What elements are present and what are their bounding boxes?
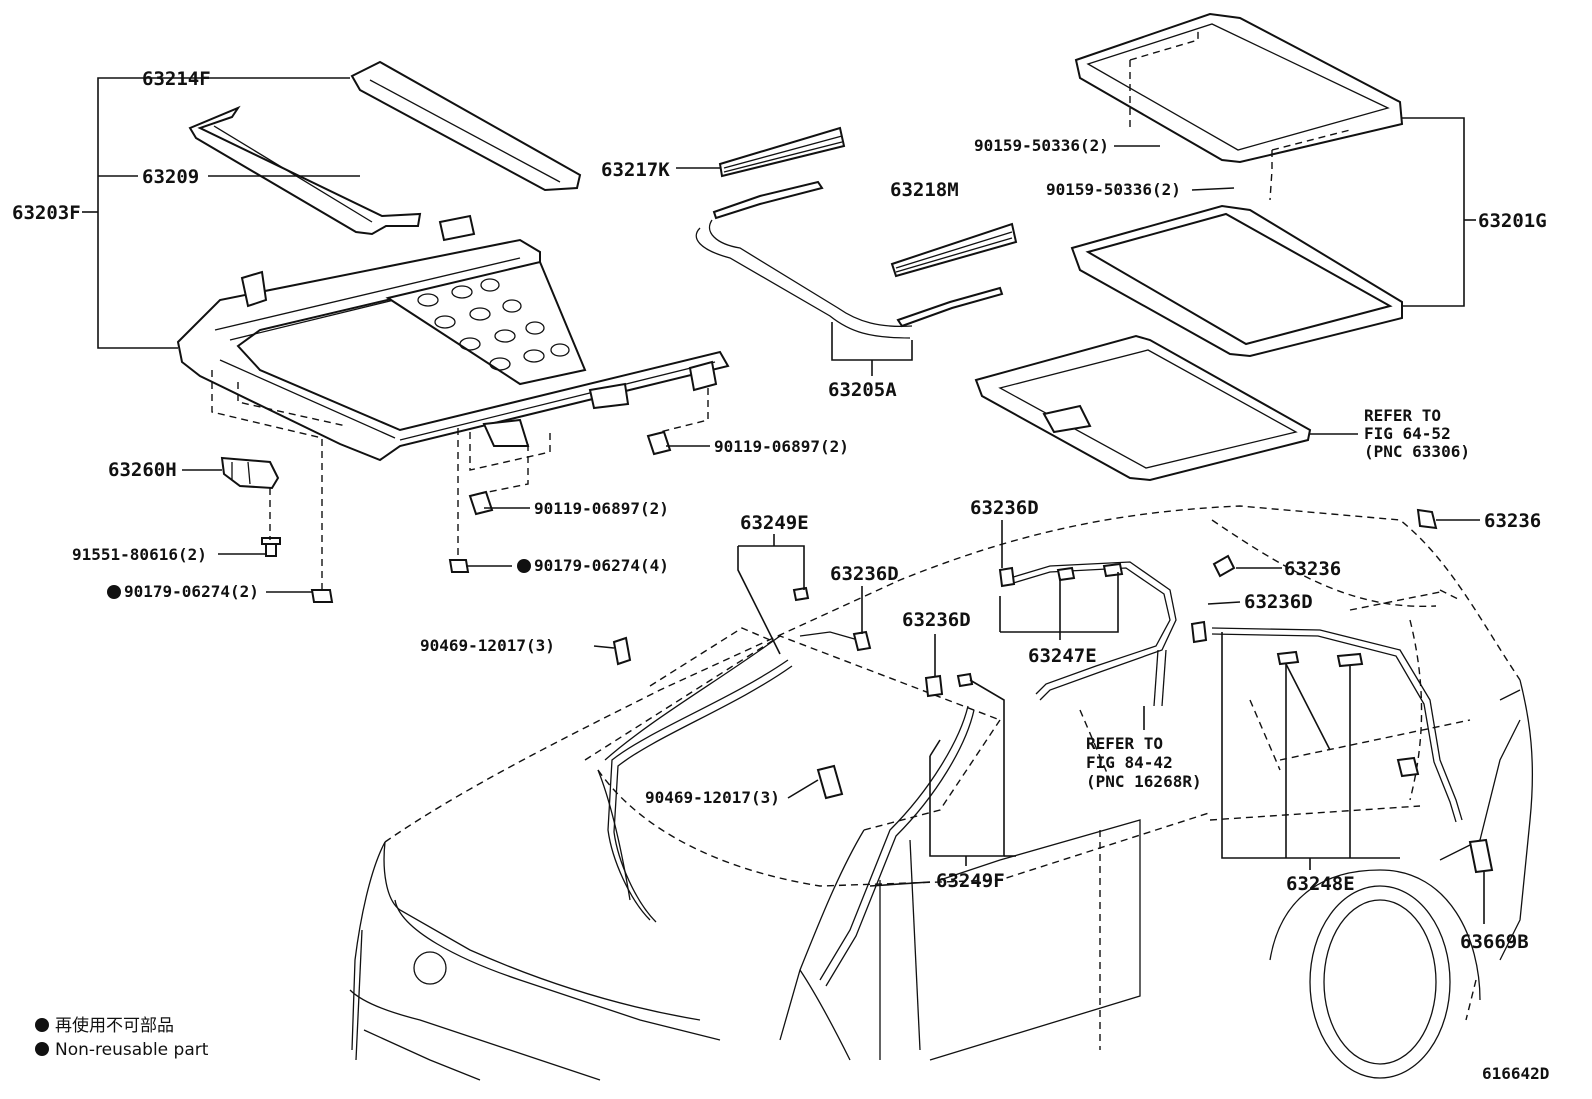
label-63218M: 63218M <box>890 179 959 201</box>
label-63247E: 63247E <box>1028 645 1097 667</box>
legend: 再使用不可部品 Non-reusable part <box>35 1015 209 1060</box>
fasteners-left <box>261 430 672 603</box>
label-63249E: 63249E <box>740 512 809 534</box>
label-63209: 63209 <box>142 166 199 188</box>
label-63236D-right: 63236D <box>1244 591 1313 613</box>
label-63236D-mid: 63236D <box>902 609 971 631</box>
label-63214F: 63214F <box>142 68 211 90</box>
sunroof-glass-assembly <box>974 12 1404 482</box>
label-63236D-top: 63236D <box>970 497 1039 519</box>
label-90119-06897-center: 90119-06897(2) <box>534 499 669 518</box>
label-63217K: 63217K <box>601 159 670 181</box>
non-reusable-marker-center <box>517 559 531 573</box>
legend-bullet-2 <box>35 1042 49 1056</box>
sunroof-housing-assembly <box>176 60 730 462</box>
ref-fig-64-52-line1: REFER TO <box>1364 406 1441 425</box>
label-63669B: 63669B <box>1460 931 1529 953</box>
label-63260H: 63260H <box>108 459 177 481</box>
label-63249F: 63249F <box>936 870 1005 892</box>
label-63236D-center: 63236D <box>830 563 899 585</box>
part-number-labels: 63214F 63209 63203F 63217K 63218M 63205A… <box>12 68 1547 953</box>
figure-id: 616642D <box>1482 1064 1549 1083</box>
legend-japanese-text: 再使用不可部品 <box>55 1015 174 1036</box>
non-reusable-marker-left <box>107 585 121 599</box>
sunroof-motor <box>220 456 280 490</box>
assembly-dashed-lines-left <box>211 370 709 590</box>
label-63201G: 63201G <box>1478 210 1547 232</box>
label-90179-06274-left: 90179-06274(2) <box>124 582 259 601</box>
ref-fig-64-52-line2: FIG 64-52 <box>1364 424 1451 443</box>
ref-fig-84-42-line3: (PNC 16268R) <box>1086 772 1202 791</box>
hose-clips <box>612 508 1494 874</box>
label-63236-upper: 63236 <box>1484 510 1541 532</box>
label-90119-06897-right: 90119-06897(2) <box>714 437 849 456</box>
legend-english-text: Non-reusable part <box>55 1040 209 1060</box>
leader-lines <box>82 77 1485 924</box>
label-63203F: 63203F <box>12 202 81 224</box>
label-90159-50336-lower: 90159-50336(2) <box>1046 180 1181 199</box>
ref-fig-64-52-line3: (PNC 63306) <box>1364 442 1470 461</box>
ref-fig-84-42-line2: FIG 84-42 <box>1086 753 1173 772</box>
label-63205A: 63205A <box>828 379 897 401</box>
ref-fig-84-42-line1: REFER TO <box>1086 734 1163 753</box>
vehicle-body-solid <box>349 635 1534 1081</box>
legend-bullet-1 <box>35 1018 49 1032</box>
label-90159-50336-upper: 90159-50336(2) <box>974 136 1109 155</box>
seal-and-strip-parts <box>695 126 1018 339</box>
label-90469-12017-lower: 90469-12017(3) <box>645 788 780 807</box>
label-90179-06274-center: 90179-06274(4) <box>534 556 669 575</box>
label-63236-lower: 63236 <box>1284 558 1341 580</box>
label-63248E: 63248E <box>1286 873 1355 895</box>
label-90469-12017-upper: 90469-12017(3) <box>420 636 555 655</box>
drain-hoses <box>607 561 1463 987</box>
label-91551-80616: 91551-80616(2) <box>72 545 207 564</box>
